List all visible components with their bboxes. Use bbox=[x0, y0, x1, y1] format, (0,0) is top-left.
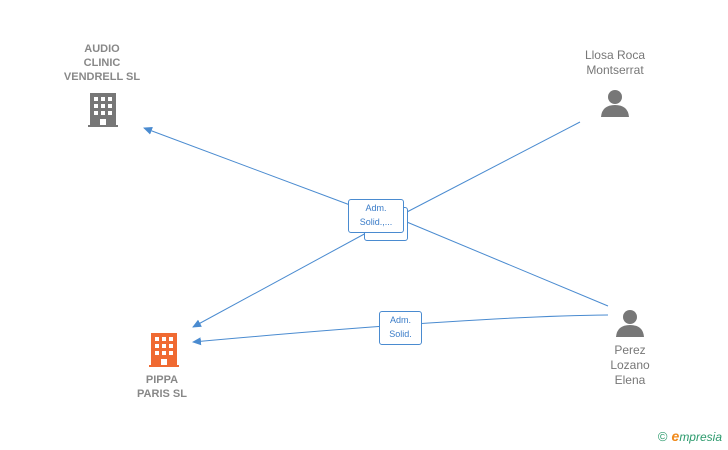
node-label-line: PARIS SL bbox=[137, 388, 187, 400]
edge-llosa-to-center bbox=[404, 121, 581, 214]
node-label-perez-lozano: Perez Lozano Elena bbox=[590, 343, 670, 388]
brand-watermark: ©empresia bbox=[658, 428, 722, 444]
person-icon bbox=[616, 310, 644, 337]
node-label-line: VENDRELL SL bbox=[63, 71, 141, 83]
brand-logo-initial: e bbox=[671, 428, 680, 444]
person-icon bbox=[601, 90, 629, 117]
node-label-line: Montserrat bbox=[586, 63, 644, 77]
copyright-symbol: © bbox=[657, 429, 668, 444]
building-icon bbox=[88, 93, 118, 127]
node-label-audio-clinic: AUDIO CLINIC VENDRELL SL bbox=[52, 42, 152, 84]
edge-label-line: Solid.,... bbox=[359, 217, 393, 227]
node-label-line: Lozano bbox=[610, 358, 650, 372]
node-label-line: PIPPA bbox=[145, 374, 179, 386]
node-label-line: CLINIC bbox=[83, 57, 121, 69]
brand-name: mpresia bbox=[679, 430, 722, 444]
node-label-line: Llosa Roca bbox=[584, 48, 646, 62]
node-label-pippa-paris: PIPPA PARIS SL bbox=[112, 373, 212, 401]
edge-label-line: Solid. bbox=[389, 329, 412, 339]
node-label-line: Perez bbox=[614, 343, 646, 357]
building-icon bbox=[149, 333, 179, 367]
edge-label-line: Adm. bbox=[389, 315, 411, 325]
node-label-line: AUDIO bbox=[84, 43, 120, 55]
edge-label-line: Adm. bbox=[365, 203, 387, 213]
edge-perez-to-pippa bbox=[192, 314, 609, 346]
edge-label-center[interactable]: Adm. Solid.,... bbox=[348, 199, 404, 233]
edge-center-to-pippa bbox=[192, 231, 369, 328]
edge-label-lower[interactable]: Adm. Solid. bbox=[379, 311, 422, 345]
node-label-llosa-roca: Llosa Roca Montserrat bbox=[560, 48, 670, 78]
edge-perez-to-center bbox=[401, 219, 609, 307]
edge-center-to-audio-clinic bbox=[143, 127, 351, 206]
node-label-line: Elena bbox=[614, 373, 646, 387]
